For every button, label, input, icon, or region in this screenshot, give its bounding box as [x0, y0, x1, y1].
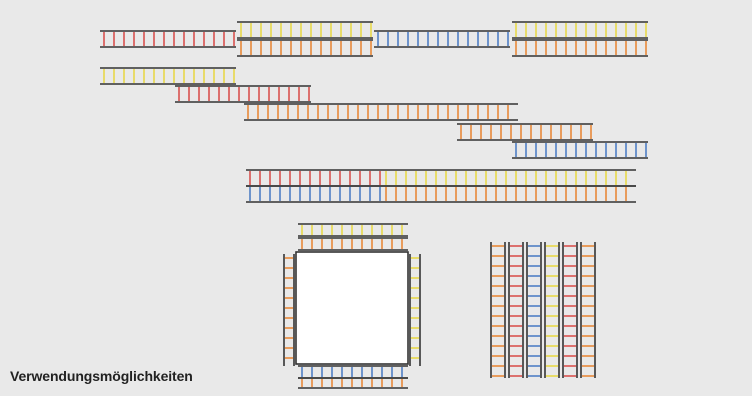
vertical-strip-6	[581, 242, 595, 378]
strip-blue-c	[246, 186, 382, 202]
vertical-strip-4	[545, 242, 559, 378]
frame-bottom-blue	[298, 366, 408, 378]
strip-blue-b	[512, 142, 648, 158]
strip-red-a	[100, 31, 236, 47]
strip-orange-c	[244, 104, 518, 120]
strip-orange-e	[382, 186, 636, 202]
caption: Verwendungsmöglichkeiten	[10, 368, 193, 384]
strip-yellow-d	[382, 170, 636, 186]
vertical-strip-5	[563, 242, 577, 378]
strip-orange-b	[512, 40, 648, 56]
strip-blue-a	[374, 31, 510, 47]
strip-orange-d	[457, 124, 593, 140]
frame-top-yellow	[298, 224, 408, 236]
vertical-strip-2	[509, 242, 523, 378]
vertical-strip-1	[491, 242, 505, 378]
strip-orange-a	[237, 40, 373, 56]
frame-bottom-orange	[298, 378, 408, 388]
strip-yellow-a	[237, 22, 373, 38]
strip-yellow-c	[100, 68, 236, 84]
strip-red-c	[246, 170, 382, 186]
frame-left-orange	[284, 254, 294, 366]
square-board	[296, 252, 408, 364]
strip-yellow-b	[512, 22, 648, 38]
frame-top-orange	[298, 238, 408, 250]
vertical-strip-3	[527, 242, 541, 378]
frame-right-yellow	[410, 254, 420, 366]
strip-red-b	[175, 86, 311, 102]
